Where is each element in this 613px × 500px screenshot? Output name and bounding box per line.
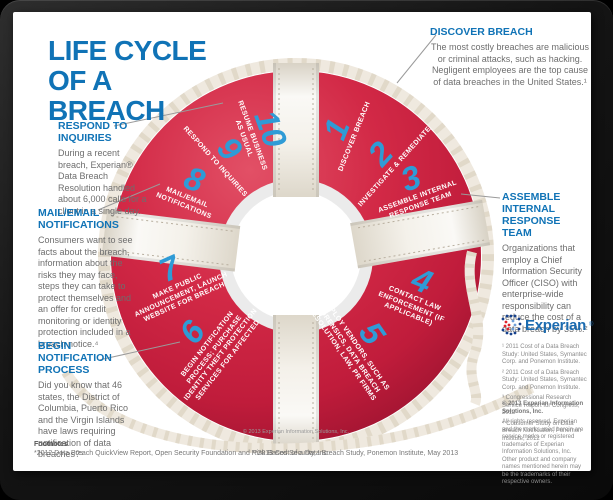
callout-discover-body: The most costly breaches are malicious o… (430, 42, 590, 87)
source-note-2: ² 2011 Cost of a Data Breach Study: Unit… (502, 369, 587, 391)
callout-discover-heading: DISCOVER BREACH (430, 26, 533, 38)
callout-assemble-team: ASSEMBLE INTERNAL RESPONSE TEAM Organiza… (502, 191, 588, 335)
source-note-1: ¹ 2011 Cost of a Data Breach Study: Unit… (502, 344, 587, 365)
callout-respond-to-inquiries: RESPOND TO INQUIRIES During a recent bre… (58, 120, 150, 217)
experian-logo-mark: ® (588, 322, 594, 328)
footnote-right: **2013 Cost of a Data Breach Study, Pone… (252, 450, 459, 457)
title-line-1: LIFE CYCLE (48, 35, 207, 66)
experian-logo: Experian® (500, 314, 593, 336)
legal-text: All rights reserved. Experian and the ma… (502, 419, 584, 485)
copyright-line: © 2013 Experian Information Solutions, I… (502, 401, 584, 415)
experian-logo-text: Experian (525, 316, 586, 334)
callout-mail-body: Consumers want to see facts about the br… (38, 235, 133, 349)
title-line-2: OF A (48, 65, 112, 96)
page-title: LIFE CYCLE OF A BREACH (48, 35, 207, 126)
callout-mail-email-notifications: MAIL/EMAIL NOTIFICATIONS Consumers want … (38, 207, 133, 350)
callout-mail-heading: MAIL/EMAIL NOTIFICATIONS (38, 207, 119, 231)
callout-assemble-heading: ASSEMBLE INTERNAL RESPONSE TEAM (502, 191, 561, 239)
step-8-number: 8 (179, 158, 210, 200)
callout-begin-heading: BEGIN NOTIFICATION PROCESS (38, 340, 112, 376)
callout-assemble-body: Organizations that employ a Chief Inform… (502, 243, 588, 334)
callout-respond-heading: RESPOND TO INQUIRIES (58, 120, 128, 144)
step-3-number: 3 (395, 157, 426, 199)
center-copyright: © 2013 Experian Information Solutions, I… (242, 429, 350, 435)
step-4-number: 4 (406, 259, 438, 301)
footnotes-heading: Footnotes (34, 441, 68, 448)
footnotes-section: Footnotes *2012 Data Breach QuickView Re… (34, 441, 574, 457)
experian-logo-icon (501, 314, 522, 336)
callout-discover-breach: DISCOVER BREACH The most costly breaches… (430, 26, 590, 88)
